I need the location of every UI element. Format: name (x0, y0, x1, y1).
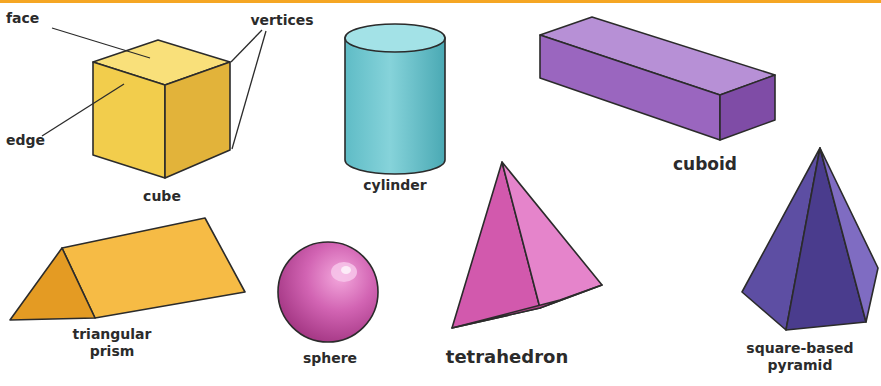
shape-name: cylinder (363, 177, 426, 194)
tetrahedron-shape (452, 162, 602, 328)
leader-lines (42, 28, 266, 149)
shape-name: sphere (303, 350, 357, 367)
cube-shape (93, 40, 230, 178)
part-label: face (6, 10, 39, 27)
part-label: vertices (250, 12, 313, 29)
shape-name: triangular prism (57, 326, 167, 360)
cuboid-shape (540, 17, 775, 140)
triangular-prism-shape (10, 218, 245, 320)
cylinder-shape (345, 24, 445, 174)
shape-name: cuboid (673, 154, 737, 174)
part-label: edge (6, 132, 45, 149)
shape-name: cube (143, 188, 181, 205)
sphere-shape (278, 242, 378, 342)
shape-name: tetrahedron (446, 346, 568, 368)
shape-name: square-based pyramid (735, 340, 865, 374)
top-rule (0, 0, 881, 3)
square-pyramid-shape (742, 148, 878, 330)
